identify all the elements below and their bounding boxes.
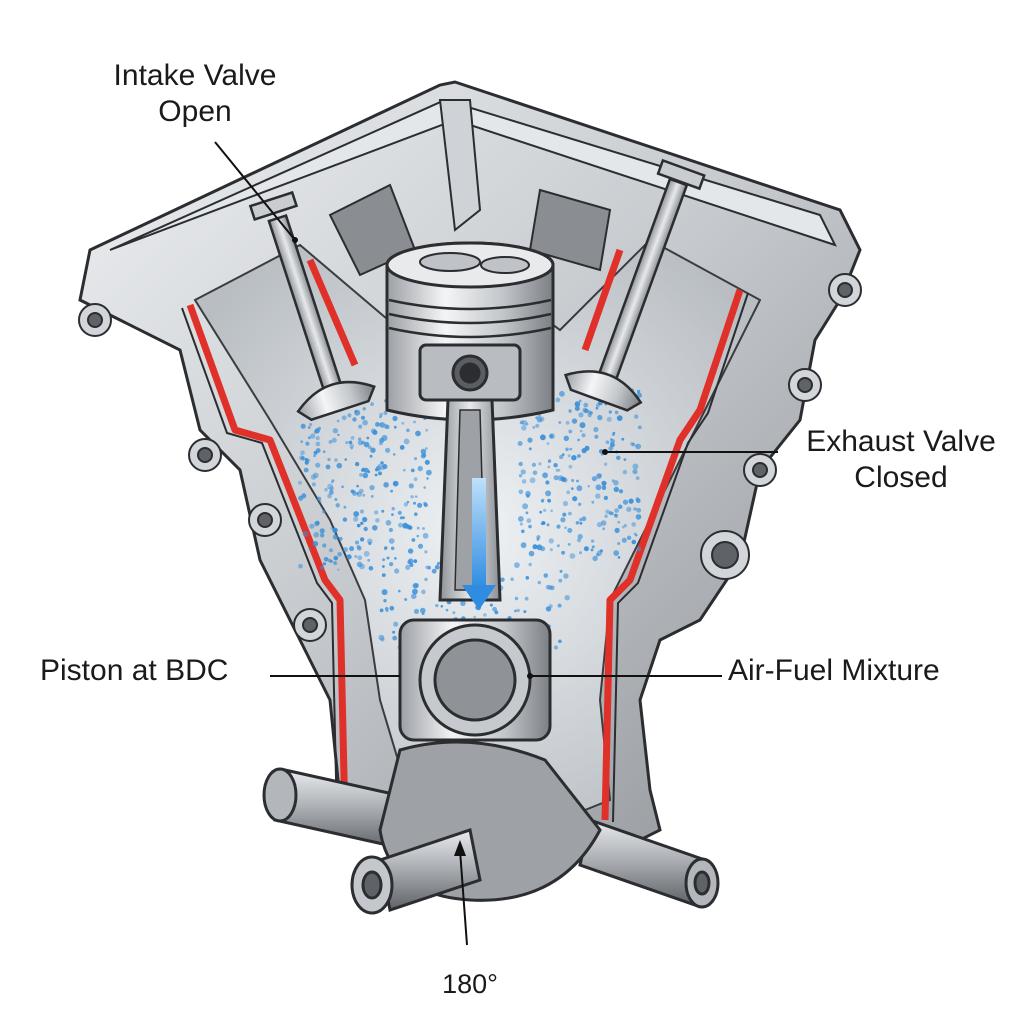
intake-valve-open-label: Intake Valve Open — [100, 58, 290, 130]
air-fuel-mixture-label: Air-Fuel Mixture — [728, 654, 940, 687]
crank-angle-label: 180° — [442, 969, 498, 999]
intake-valve-label-line2: Open — [158, 95, 232, 128]
piston-at-bdc-label: Piston at BDC — [40, 654, 229, 687]
exhaust-valve — [563, 158, 706, 412]
intake-valve — [248, 190, 376, 422]
crankshaft — [262, 740, 720, 915]
exhaust-valve-label-line1: Exhaust Valve — [806, 425, 996, 458]
cylinder-liner — [186, 248, 744, 821]
downward-flow-arrow — [462, 478, 496, 610]
exhaust-valve-label-line2: Closed — [854, 461, 948, 494]
leader-lines — [214, 141, 778, 946]
intake-valve-label-line1: Intake Valve — [113, 59, 277, 92]
exhaust-valve-closed-label: Exhaust Valve Closed — [790, 424, 1012, 496]
piston — [385, 241, 555, 422]
